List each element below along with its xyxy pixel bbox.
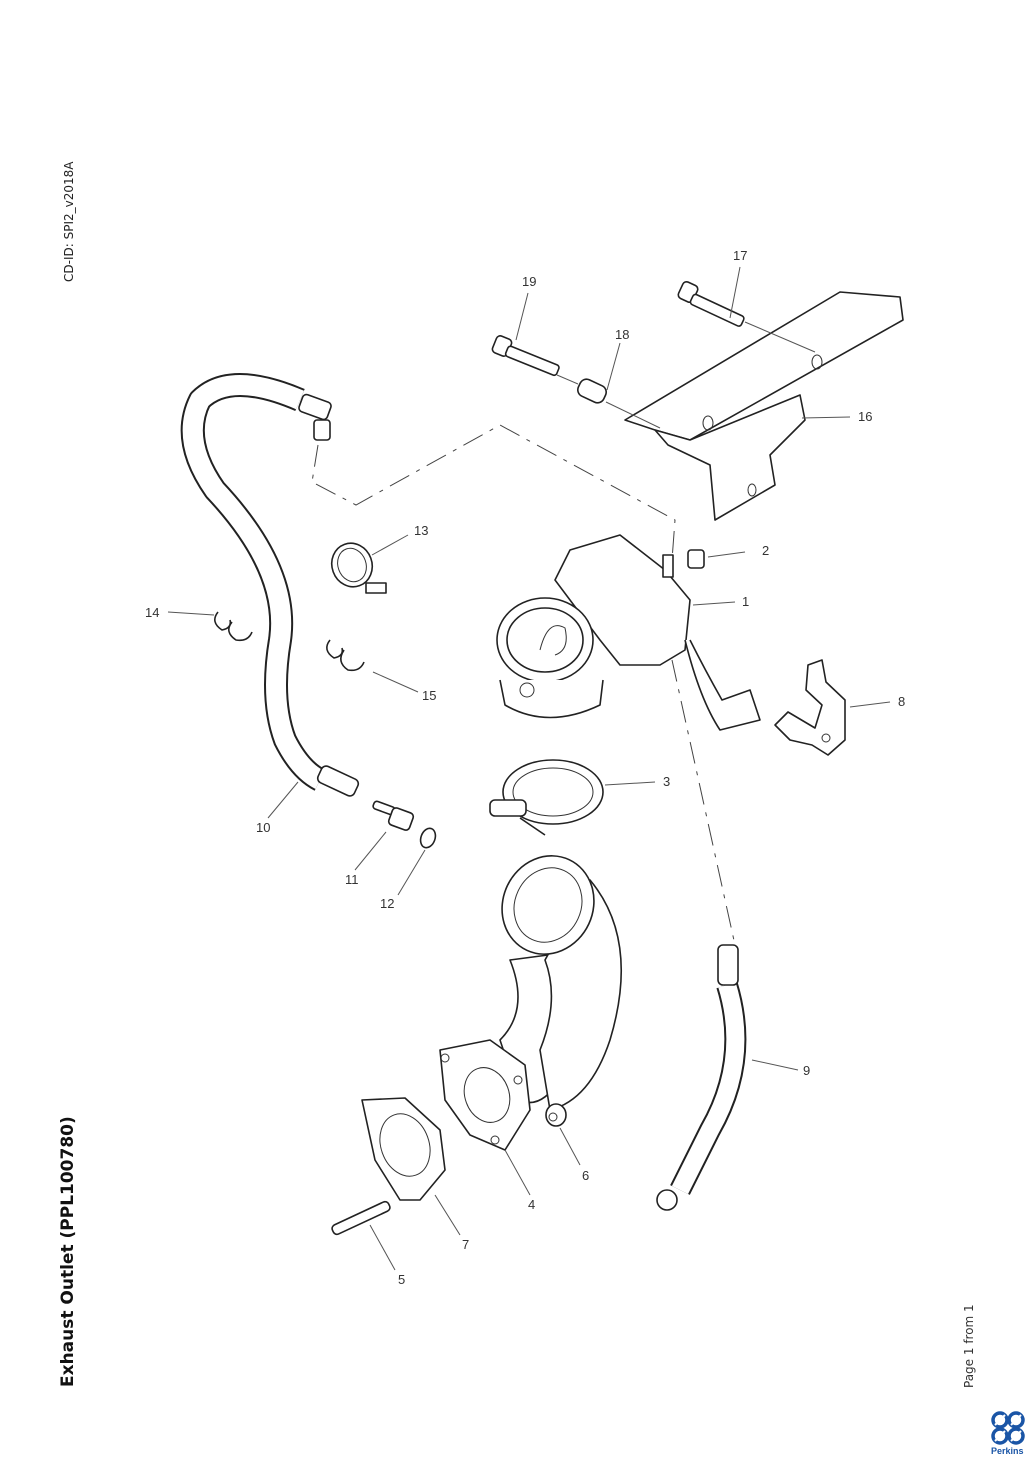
callout-1[interactable]: 1: [742, 594, 749, 609]
callout-11[interactable]: 11: [345, 872, 359, 887]
callout-4[interactable]: 4: [528, 1197, 535, 1212]
assembly-line: [671, 659, 736, 946]
part-4-exhaust-elbow[interactable]: [439, 841, 623, 1151]
brand-name: Perkins: [991, 1446, 1024, 1456]
part-12-seal-washer[interactable]: [418, 826, 438, 850]
part-7-gasket[interactable]: [361, 1097, 446, 1201]
callout-18[interactable]: 18: [615, 327, 629, 342]
part-6-nut[interactable]: [545, 1103, 567, 1127]
callout-3[interactable]: 3: [663, 774, 670, 789]
part-3-v-band-clamp[interactable]: [489, 759, 604, 836]
part-9-hose[interactable]: [656, 944, 747, 1211]
part-17-bolt[interactable]: [677, 280, 816, 353]
callout-9[interactable]: 9: [803, 1063, 810, 1078]
callout-15[interactable]: 15: [422, 688, 436, 703]
callout-6[interactable]: 6: [582, 1168, 589, 1183]
part-16-bracket[interactable]: [624, 291, 904, 521]
callout-7[interactable]: 7: [462, 1237, 469, 1252]
callout-16[interactable]: 16: [858, 409, 872, 424]
callout-14[interactable]: 14: [145, 605, 159, 620]
part-14-clip[interactable]: [214, 611, 253, 642]
callout-19[interactable]: 19: [522, 274, 536, 289]
callout-5[interactable]: 5: [398, 1272, 405, 1287]
part-2-connector[interactable]: [687, 549, 705, 569]
assembly-line: [311, 424, 676, 561]
part-8-bracket[interactable]: [774, 659, 846, 756]
part-18-spacer[interactable]: [576, 377, 661, 429]
part-1-valve-assembly[interactable]: [496, 534, 761, 731]
part-15-clip[interactable]: [326, 639, 365, 672]
callout-10[interactable]: 10: [256, 820, 270, 835]
part-11-adapter[interactable]: [372, 800, 415, 831]
part-10-hose[interactable]: [180, 373, 360, 798]
part-13-clamp[interactable]: [326, 537, 387, 594]
callout-17[interactable]: 17: [733, 248, 747, 263]
callout-13[interactable]: 13: [414, 523, 428, 538]
callout-2[interactable]: 2: [762, 543, 769, 558]
part-19-bolt[interactable]: [491, 335, 579, 385]
callout-8[interactable]: 8: [898, 694, 905, 709]
part-5-stud[interactable]: [331, 1200, 391, 1236]
leader-lines: [167, 266, 891, 1271]
perkins-logo-icon: [991, 1411, 1025, 1445]
callout-12[interactable]: 12: [380, 896, 394, 911]
